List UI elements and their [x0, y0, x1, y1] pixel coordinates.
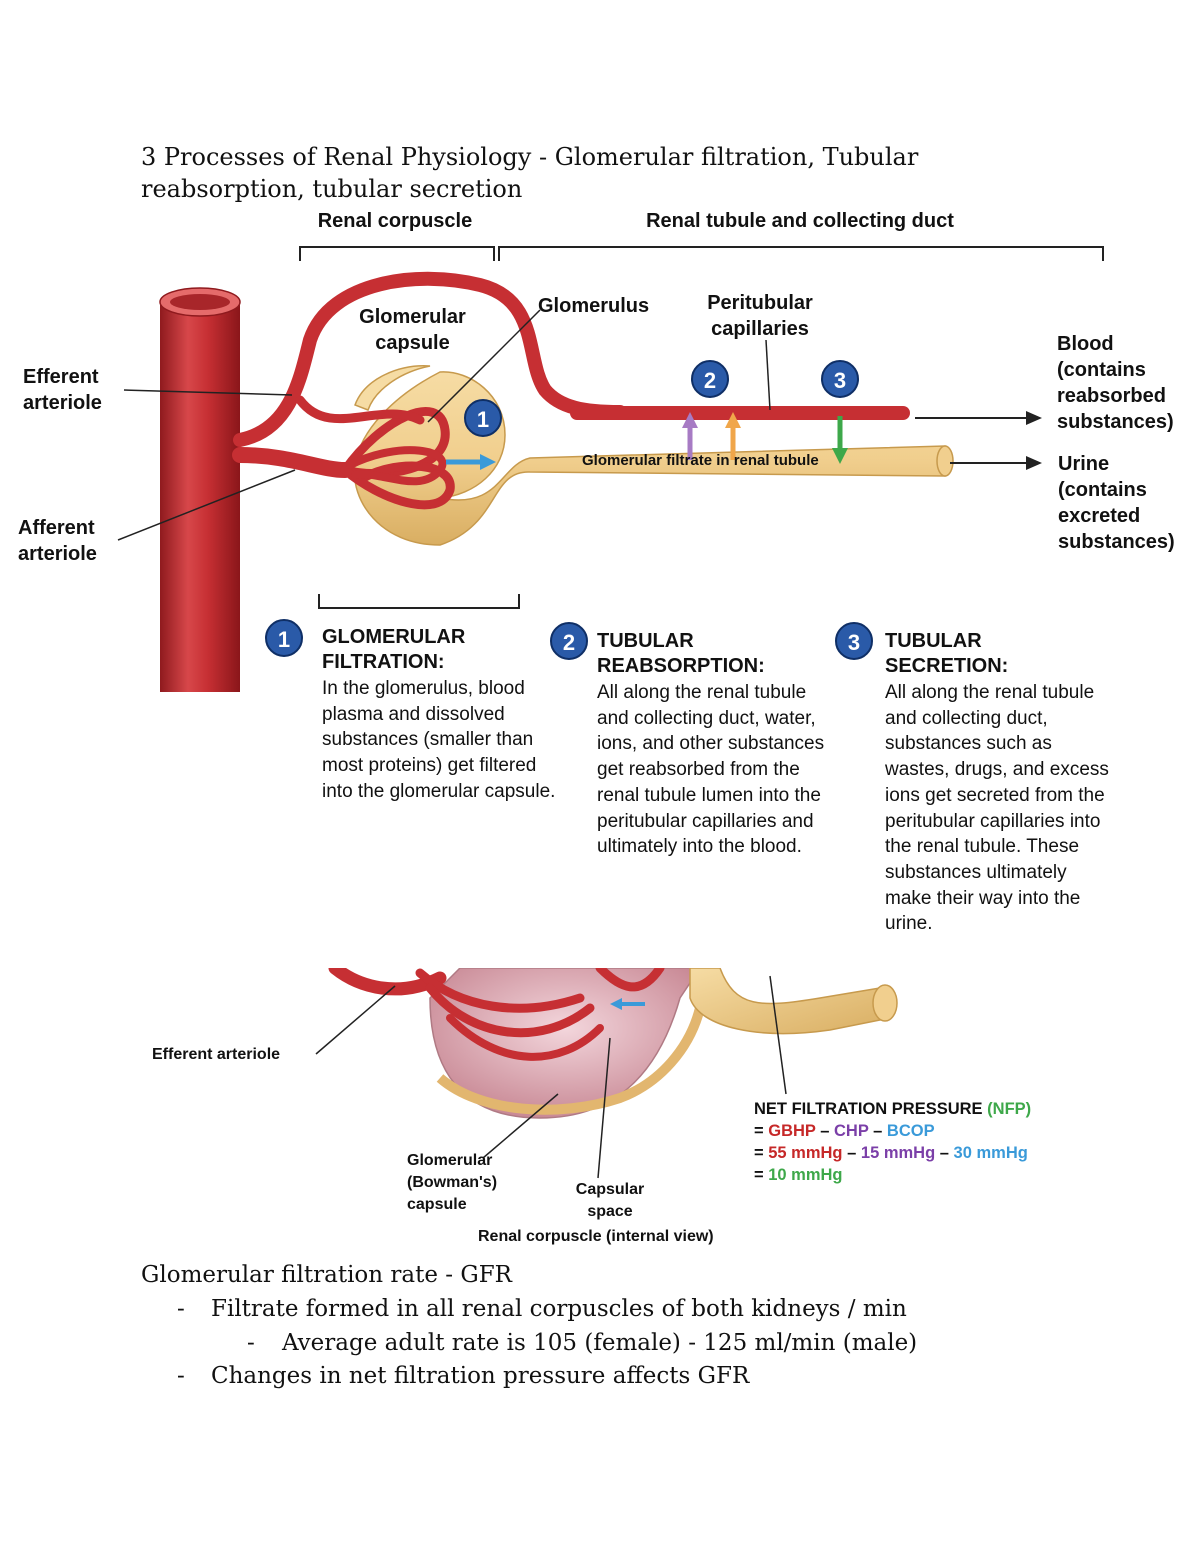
nfp-bcop: BCOP: [886, 1122, 935, 1140]
gfr-bullet-3-dash: -: [177, 1363, 185, 1389]
gfr-bullet-1: Filtrate formed in all renal corpuscles …: [211, 1296, 907, 1322]
badge-3-process: 3: [835, 622, 873, 660]
gfr-heading: Glomerular filtration rate - GFR: [141, 1262, 512, 1288]
nfp-equation: NET FILTRATION PRESSURE (NFP) = GBHP – C…: [754, 1098, 1031, 1186]
urine-arrow-head: [1026, 456, 1042, 470]
bracket-renal-corpuscle: [299, 246, 495, 261]
blood-arrow-head: [1026, 411, 1042, 425]
badge-1-diagram: 1: [464, 399, 502, 437]
nfp-result-row: = 10 mmHg: [754, 1164, 1031, 1186]
label-internal-view-caption: Renal corpuscle (internal view): [478, 1228, 714, 1245]
label-filtrate: Glomerular filtrate in renal tubule: [582, 452, 819, 469]
label-peritubular-capillaries: Peritubular capillaries: [707, 292, 813, 340]
label-renal-tubule: Renal tubule and collecting duct: [646, 210, 954, 232]
internal-view-diagram: [315, 968, 898, 1179]
nfp-minus-4: –: [939, 1144, 949, 1162]
nfp-terms-row: = GBHP – CHP – BCOP: [754, 1120, 1031, 1142]
process-3-text: All along the renal tubule and collectin…: [885, 682, 1109, 935]
gfr-bullet-1-dash: -: [177, 1296, 185, 1322]
reabsorption-arrow-purple: [682, 412, 698, 460]
gfr-bullet-2: Average adult rate is 105 (female) - 125…: [282, 1330, 918, 1356]
nfp-chp-value: 15 mmHg: [860, 1144, 936, 1162]
bracket-glomerular-filtration: [318, 594, 520, 609]
nfp-eq-1: =: [754, 1122, 764, 1140]
nfp-gbhp: GBHP: [768, 1122, 816, 1140]
nfp-minus-2: –: [873, 1122, 883, 1140]
nfp-minus-1: –: [820, 1122, 830, 1140]
glomerulus-vessels: [232, 271, 627, 510]
gfr-bullet-3: Changes in net filtration pressure affec…: [211, 1363, 750, 1389]
nfp-eq-3: =: [754, 1166, 764, 1184]
gfr-bullet-2-dash: -: [247, 1330, 255, 1356]
nfp-values-row: = 55 mmHg – 15 mmHg – 30 mmHg: [754, 1142, 1031, 1164]
badge-3-diagram: 3: [821, 360, 859, 398]
process-1-heading: GLOMERULAR FILTRATION:: [322, 626, 466, 673]
label-efferent-arteriole-internal: Efferent arteriole: [152, 1046, 281, 1063]
nfp-chp: CHP: [833, 1122, 869, 1140]
label-urine: Urine (contains excreted substances): [1058, 453, 1175, 553]
secretion-arrow-green: [832, 416, 848, 464]
nfp-title-row: NET FILTRATION PRESSURE (NFP): [754, 1098, 1031, 1120]
reabsorption-arrow-orange: [725, 412, 741, 460]
label-bowmans-capsule: Glomerular (Bowman's) capsule: [407, 1152, 498, 1213]
process-1-text: In the glomerulus, blood plasma and diss…: [322, 678, 556, 802]
filtration-arrow: [446, 454, 496, 470]
nfp-gbhp-value: 55 mmHg: [768, 1144, 843, 1162]
nfp-title: NET FILTRATION PRESSURE: [754, 1100, 983, 1118]
internal-filtration-arrow: [610, 998, 645, 1010]
badge-2-diagram: 2: [691, 360, 729, 398]
label-afferent-arteriole: Afferent arteriole: [18, 517, 97, 565]
nfp-abbr: (NFP): [987, 1100, 1032, 1118]
label-renal-corpuscle: Renal corpuscle: [317, 210, 473, 232]
label-glomerulus: Glomerulus: [538, 295, 650, 317]
nfp-result: 10 mmHg: [768, 1166, 843, 1184]
label-glomerular-capsule: Glomerular capsule: [359, 306, 466, 354]
page-title: 3 Processes of Renal Physiology - Glomer…: [141, 143, 919, 203]
process-2-text: All along the renal tubule and collectin…: [597, 682, 825, 858]
badge-1-process: 1: [265, 619, 303, 657]
nfp-eq-2: =: [754, 1144, 764, 1162]
process-3-heading: TUBULAR SECRETION:: [885, 630, 1009, 677]
label-efferent-arteriole: Efferent arteriole: [23, 366, 102, 414]
label-capsular-space: Capsular space: [575, 1181, 645, 1220]
nephron-diagram: [117, 246, 1104, 692]
process-2-heading: TUBULAR REABSORPTION:: [597, 630, 765, 677]
label-blood: Blood (contains reabsorbed substances): [1057, 333, 1174, 433]
peritubular-capillary: [570, 406, 910, 420]
nfp-bcop-value: 30 mmHg: [953, 1144, 1028, 1162]
bracket-renal-tubule: [498, 246, 1104, 261]
nfp-minus-3: –: [847, 1144, 857, 1162]
badge-2-process: 2: [550, 622, 588, 660]
